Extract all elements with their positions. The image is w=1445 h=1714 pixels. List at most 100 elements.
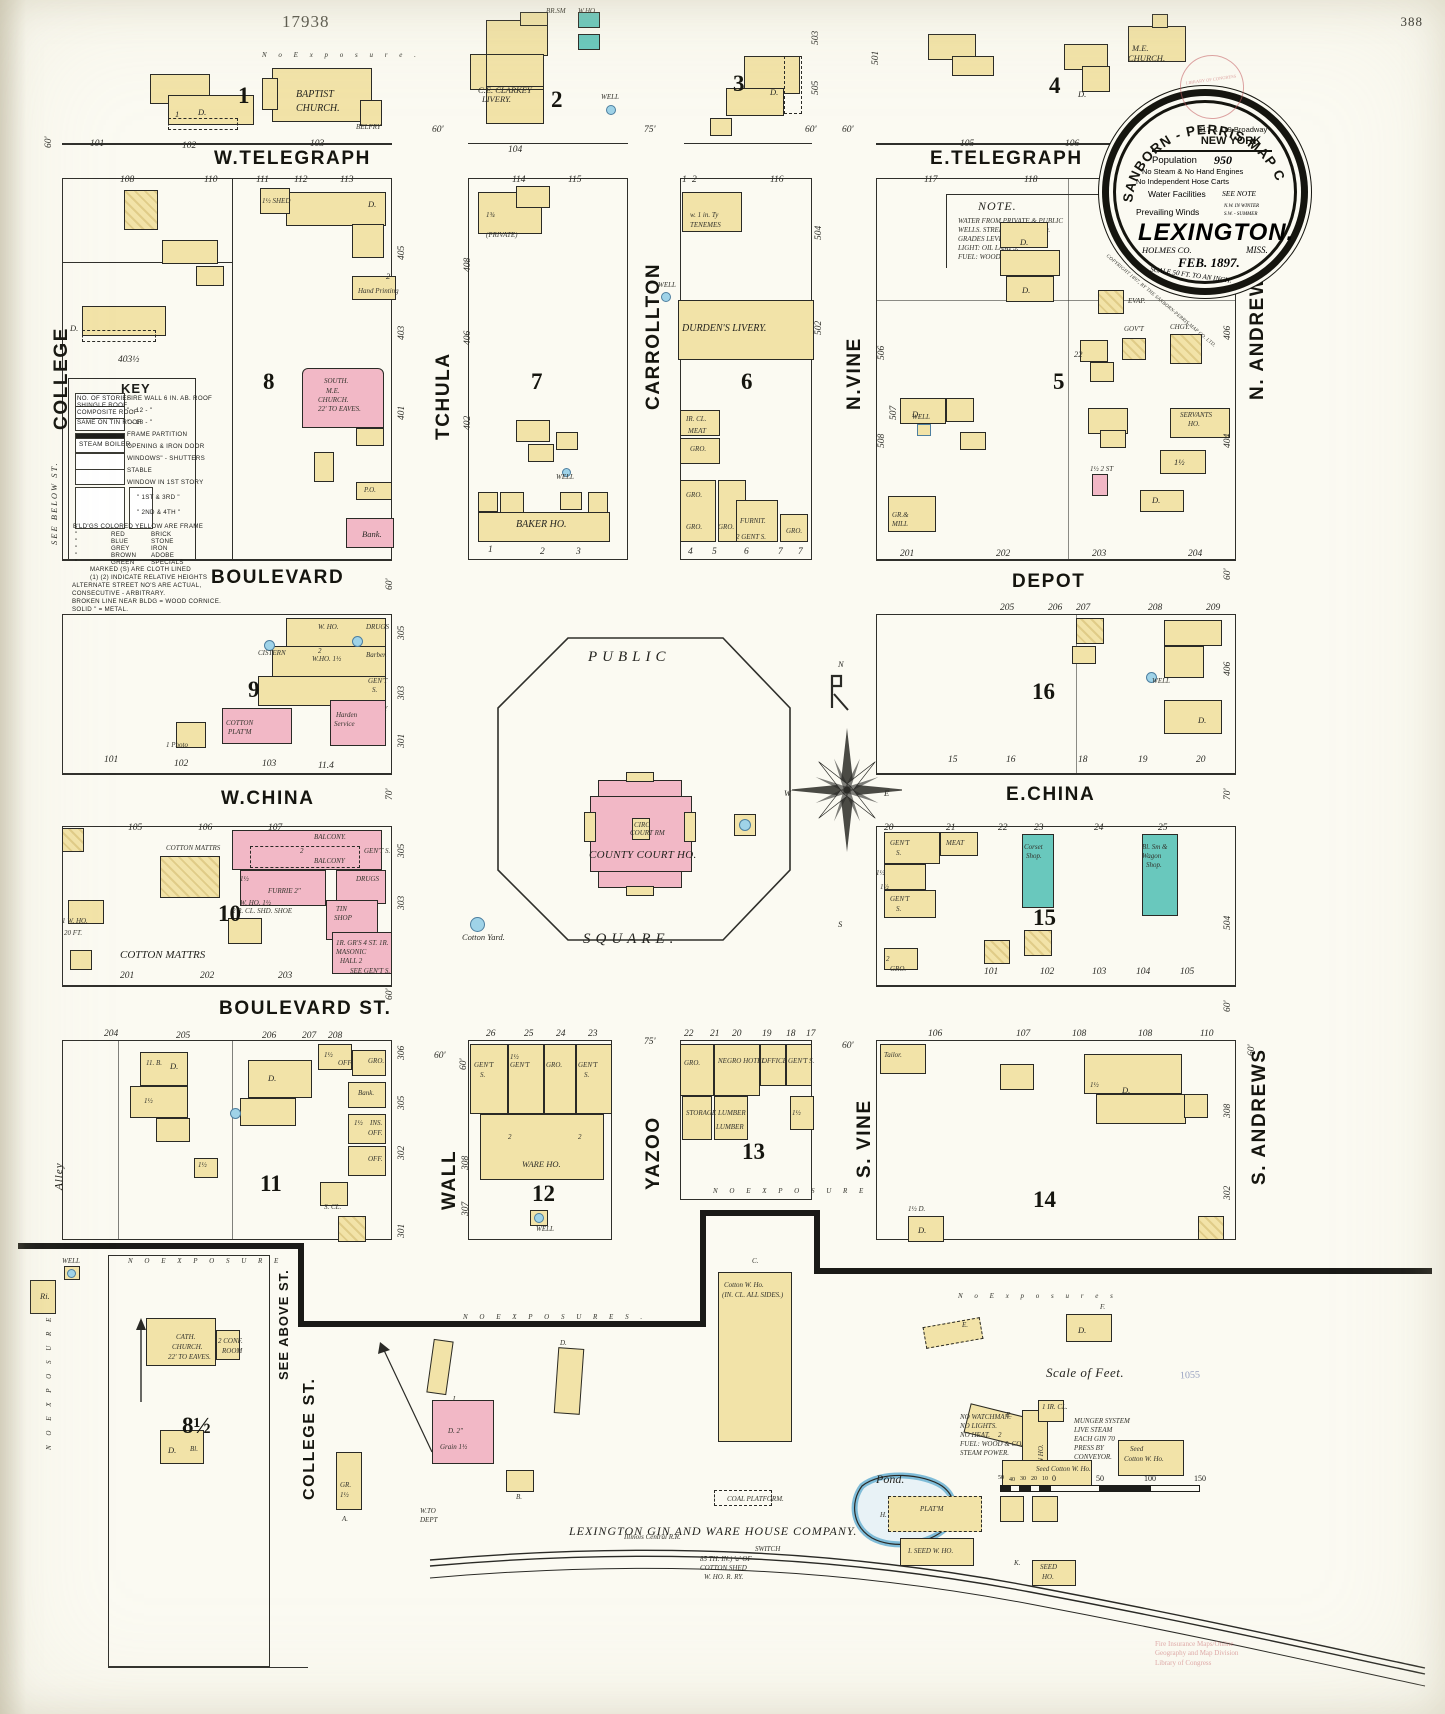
bldg-note: D. 2" xyxy=(448,1427,463,1435)
building-addition xyxy=(82,330,156,342)
well-icon xyxy=(661,292,671,302)
bldg-note: GRO. xyxy=(546,1061,563,1069)
note-line: GRADES LEVEL. xyxy=(958,235,1009,243)
tin-shop-label2: SHOP xyxy=(334,914,352,922)
building-hatched xyxy=(62,828,84,852)
baptist-church-label: BAPTIST xyxy=(296,89,334,100)
church-annex xyxy=(356,428,384,446)
bldg-note: 1¾ xyxy=(486,211,495,219)
building-addition xyxy=(784,56,802,114)
bldg-note: Grain 1½ xyxy=(440,1443,468,1451)
building-frame xyxy=(1080,340,1108,362)
lot-number: 22 xyxy=(998,823,1008,833)
bldg-note: S. CL. xyxy=(324,1203,342,1211)
block-3-lot xyxy=(684,16,812,144)
lot-number: 508 xyxy=(877,433,887,448)
building-frame xyxy=(1032,1496,1058,1522)
block-number-3: 3 xyxy=(733,71,745,96)
cotton-yard-label: COTTON MATTRS xyxy=(120,949,206,961)
building-frame xyxy=(1164,646,1204,678)
pond-label: Pond. xyxy=(876,1472,905,1486)
cartouche-place-name: LEXINGTON. xyxy=(1138,219,1295,246)
lot-number: 205 xyxy=(1000,603,1015,613)
building-frame xyxy=(470,1044,508,1114)
building-frame xyxy=(272,646,386,678)
cartouche-state: MISS. xyxy=(1246,245,1268,255)
library-stamp-text: LIBRARY OF CONGRESS xyxy=(1185,74,1237,87)
building-frame xyxy=(1006,276,1054,302)
building-frame xyxy=(1072,646,1096,664)
building-frame xyxy=(196,266,224,286)
bldg-note: 1½ xyxy=(880,883,889,891)
lot-number: 15 xyxy=(948,755,958,765)
scale-tick: 10 xyxy=(1042,1476,1048,1482)
south-me-church-label2: M.E. xyxy=(326,387,340,395)
livery-label: C.E. CLARKEY xyxy=(478,85,532,95)
church-entry xyxy=(262,78,278,110)
building-frame xyxy=(736,500,778,542)
cotton-warehouse xyxy=(718,1272,792,1442)
church-rear xyxy=(360,100,382,126)
lot-number: 16 xyxy=(1006,755,1016,765)
bldg-note: I. SEED W. HO. xyxy=(908,1547,954,1555)
fire-limit-line xyxy=(298,1321,704,1327)
lot-number: 25 xyxy=(524,1029,534,1039)
bldg-label: D. xyxy=(770,87,779,97)
scale-tick: 50 xyxy=(1096,1474,1104,1483)
building-frame xyxy=(710,118,732,136)
bldg-note: J. xyxy=(452,1395,457,1403)
building-frame xyxy=(194,1158,218,1178)
platform xyxy=(888,1496,982,1532)
bldg-note: GEN'T xyxy=(890,895,910,903)
gin-note2-line: LIVE STEAM xyxy=(1074,1426,1113,1434)
bldg-note: GRO. xyxy=(368,1057,385,1065)
lot-number: 7 xyxy=(778,547,783,557)
bldg-note: CIRC xyxy=(634,821,650,829)
hand-printing xyxy=(352,276,396,300)
street-label-spring: W.CHINA xyxy=(221,788,315,809)
lot-number: 204 xyxy=(1188,549,1203,559)
building-frame xyxy=(140,1052,188,1086)
bldg-note: GRO. xyxy=(718,523,735,531)
cartouche-hose-carts: No Independent Hose Carts xyxy=(1136,177,1229,186)
bldg-note: Barber. xyxy=(366,651,387,659)
block-4-lot xyxy=(876,16,1236,144)
lot-number: 306 xyxy=(397,1045,407,1060)
bldg-label: D. xyxy=(168,1445,177,1455)
lot-number: 60' xyxy=(434,1051,446,1061)
lot-number: 209 xyxy=(1206,603,1221,613)
cotton-wh-label: Cotton W. Ho. xyxy=(724,1281,764,1289)
well-label: WELL xyxy=(601,93,619,101)
blacksmith-wagon-shop xyxy=(1142,834,1178,916)
key-color-material: BRICK xyxy=(151,531,172,538)
building-frame xyxy=(320,1182,348,1206)
building-frame xyxy=(1160,450,1206,474)
seed-cotton-label: Seed xyxy=(1130,1445,1144,1453)
key-title: KEY xyxy=(121,381,151,396)
street-line xyxy=(62,144,392,146)
lot-number: 103 xyxy=(262,759,277,769)
bldg-label: 1½ xyxy=(1174,457,1185,467)
key-color-material: SPECIALS xyxy=(151,559,184,566)
lot-number: 23 xyxy=(588,1029,598,1039)
key-swatch-label: SAME ON TIN ROOF xyxy=(77,419,142,426)
me-church-label: M.E. xyxy=(1132,43,1149,53)
bldg-note: 2 CONF. xyxy=(218,1337,243,1345)
lot-number: 101 xyxy=(104,755,119,765)
bldg-note: BALCONY. xyxy=(314,833,346,841)
building-frame xyxy=(508,1044,544,1114)
court-house-portico-n xyxy=(626,772,654,782)
bldg-note: 1½ xyxy=(510,1053,519,1061)
bldg-note: MEAT xyxy=(688,427,707,435)
key-footnote: ALTERNATE STREET NO'S ARE ACTUAL, xyxy=(72,582,202,589)
bldg-note: S. xyxy=(896,849,902,857)
bldg-note: 1½ xyxy=(340,1491,349,1499)
building-frame xyxy=(884,832,940,864)
lot-number: 107 xyxy=(1016,1029,1031,1039)
block-16-lot xyxy=(876,614,1236,774)
bldg-label: D. xyxy=(912,409,921,419)
lot-number: 60' xyxy=(432,125,444,135)
bl-sm-label: Bl. Sm & xyxy=(1142,843,1168,851)
building-frame xyxy=(1090,362,1114,382)
south-me-church xyxy=(302,368,384,428)
